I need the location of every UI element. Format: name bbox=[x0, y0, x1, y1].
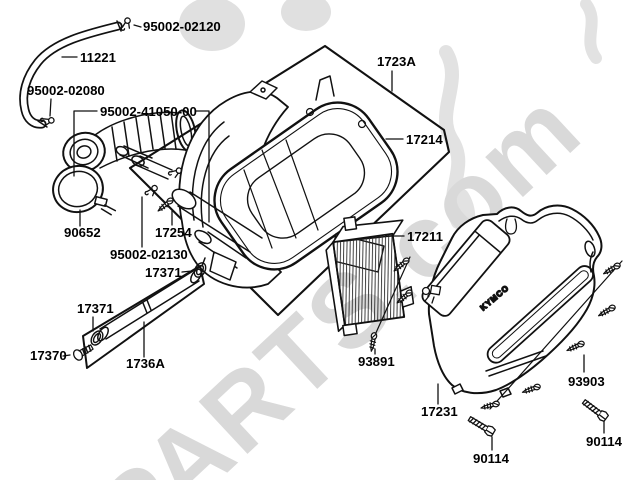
part-label-17231[interactable]: 17231 bbox=[421, 404, 458, 419]
part-label-90114-right[interactable]: 90114 bbox=[586, 434, 623, 449]
leader-lines bbox=[49, 24, 605, 451]
part-label-17254[interactable]: 17254 bbox=[155, 225, 192, 240]
clip-95002-02120-icon bbox=[120, 16, 133, 33]
part-label-17371-upper[interactable]: 17371 bbox=[145, 265, 182, 280]
case-seal-17214 bbox=[213, 101, 399, 271]
part-label-90114-center[interactable]: 90114 bbox=[473, 451, 510, 466]
watermark-swirl-ribbon bbox=[439, 45, 466, 229]
drain-bolt-17370-icon bbox=[72, 344, 94, 361]
cover-vent-slot bbox=[486, 265, 594, 364]
part-label-93891[interactable]: 93891 bbox=[358, 354, 395, 369]
part-label-95002-02120[interactable]: 95002-02120 bbox=[143, 19, 221, 34]
part-label-11221[interactable]: 11221 bbox=[80, 50, 116, 65]
part-label-93903[interactable]: 93903 bbox=[568, 374, 605, 389]
bolt-90114-icon bbox=[580, 396, 610, 423]
watermark-swirl-ribbon bbox=[580, 0, 602, 64]
part-label-17371-lower[interactable]: 17371 bbox=[77, 301, 114, 316]
screw-93903-icon bbox=[596, 303, 617, 319]
screw-93903-icon bbox=[601, 261, 622, 277]
assembly-outline-1723A bbox=[128, 44, 451, 317]
labels-layer: 95002-02120 11221 95002-02080 95002-4105… bbox=[27, 19, 623, 466]
diagram-layer: KYMCO bbox=[19, 16, 623, 451]
part-label-90652[interactable]: 90652 bbox=[64, 225, 101, 240]
part-label-17370[interactable]: 17370 bbox=[30, 348, 67, 363]
part-label-1723A[interactable]: 1723A bbox=[377, 54, 416, 69]
element-screw-chain-line bbox=[374, 256, 411, 336]
cover-duct-column bbox=[421, 219, 511, 317]
part-label-95002-02130[interactable]: 95002-02130 bbox=[110, 247, 188, 262]
case-snorkel-tube bbox=[171, 188, 263, 281]
part-label-95002-41050-00[interactable]: 95002-41050-00 bbox=[100, 104, 197, 119]
cover-latch bbox=[421, 284, 442, 304]
part-label-1736A[interactable]: 1736A bbox=[126, 356, 165, 371]
part-label-17211[interactable]: 17211 bbox=[407, 229, 443, 244]
filter-element-17211 bbox=[325, 216, 415, 337]
screw-93903-icon bbox=[565, 339, 586, 354]
bolt-90114-icon bbox=[466, 413, 497, 438]
screw-93903-icon bbox=[520, 382, 542, 396]
watermark-swirl-blob bbox=[179, 0, 245, 51]
part-label-95002-02080[interactable]: 95002-02080 bbox=[27, 83, 105, 98]
part-label-17214[interactable]: 17214 bbox=[406, 132, 443, 147]
side-cover-17231: KYMCO bbox=[421, 204, 603, 398]
band-clamp-90652 bbox=[52, 164, 117, 216]
cover-screw-chain-line bbox=[489, 260, 623, 410]
watermark-swirl-blob bbox=[281, 0, 331, 31]
